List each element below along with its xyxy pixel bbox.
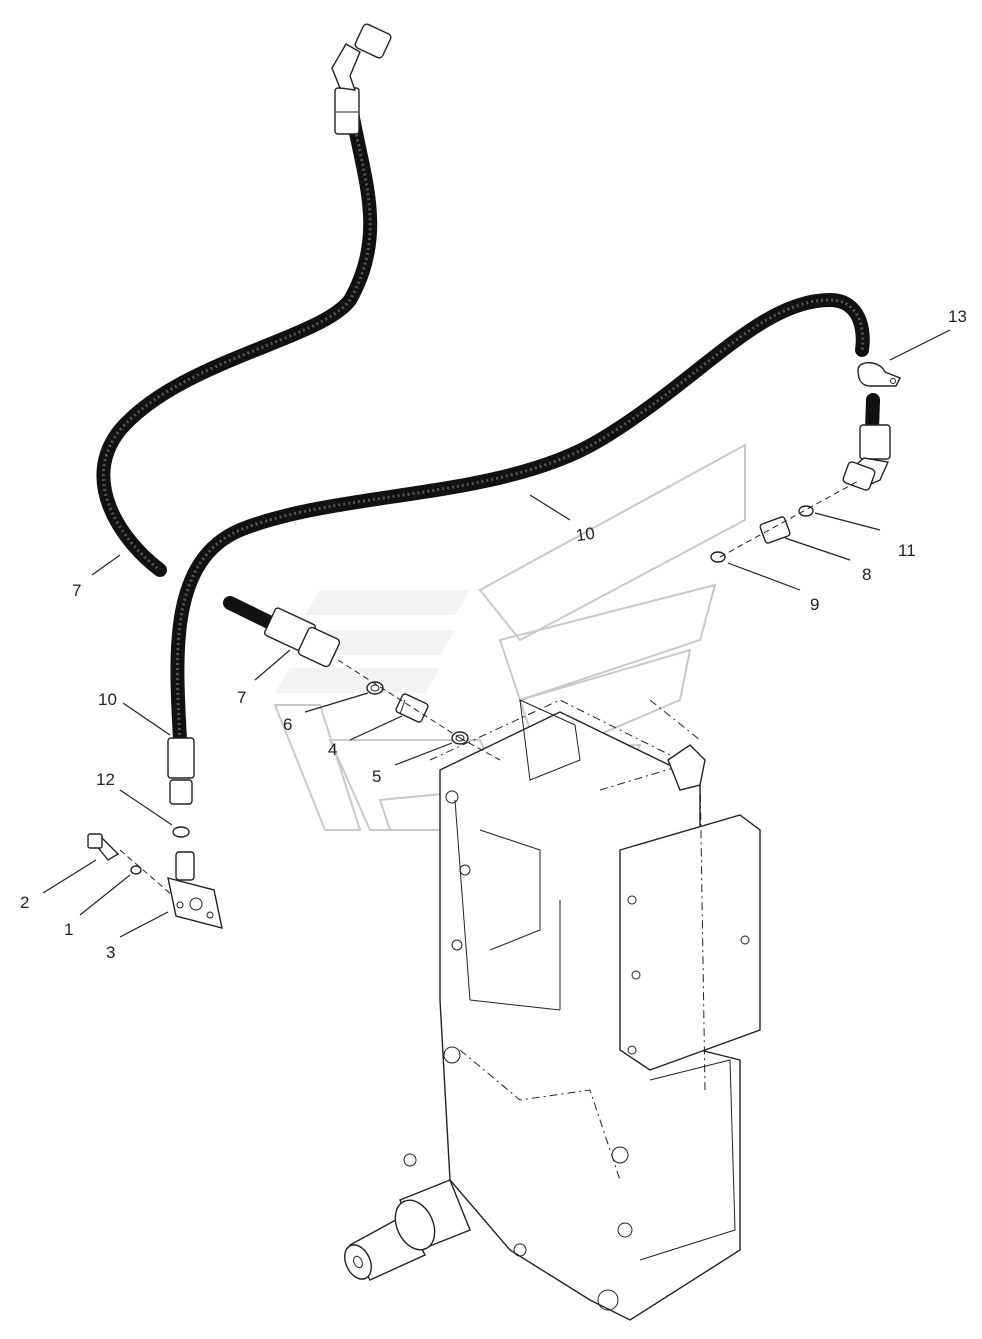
- adapter-4: [395, 693, 429, 723]
- callout-13: 13: [948, 307, 967, 326]
- callout-7-lower: 7: [237, 688, 246, 707]
- gearbox-housing: [344, 699, 761, 1321]
- callout-7-upper: 7: [72, 581, 81, 600]
- hose-7-lower: [223, 596, 341, 668]
- hose-10-main: [170, 293, 870, 747]
- oring-9: [710, 551, 726, 563]
- clamp-13: [857, 362, 901, 387]
- callout-10-left: 10: [98, 690, 117, 709]
- callout-4: 4: [328, 740, 337, 759]
- callout-9: 9: [810, 595, 819, 614]
- leader-lines: [42, 329, 951, 938]
- oring-6: [366, 681, 384, 695]
- adapter-8: [759, 516, 791, 544]
- callout-6: 6: [283, 715, 292, 734]
- hose-7-upper: [96, 93, 378, 577]
- oring-11: [798, 505, 814, 517]
- callout-10-top: 10: [575, 524, 596, 545]
- callout-8: 8: [862, 565, 871, 584]
- left-fitting-assembly: [87, 737, 223, 929]
- callout-11: 11: [898, 541, 916, 560]
- right-hose-end: [842, 393, 891, 491]
- callout-12: 12: [96, 770, 115, 789]
- callout-3: 3: [106, 943, 115, 962]
- callout-1: 1: [64, 920, 73, 939]
- callout-2: 2: [20, 893, 29, 912]
- top-elbow-coupling: [331, 23, 392, 135]
- callout-5: 5: [372, 767, 381, 786]
